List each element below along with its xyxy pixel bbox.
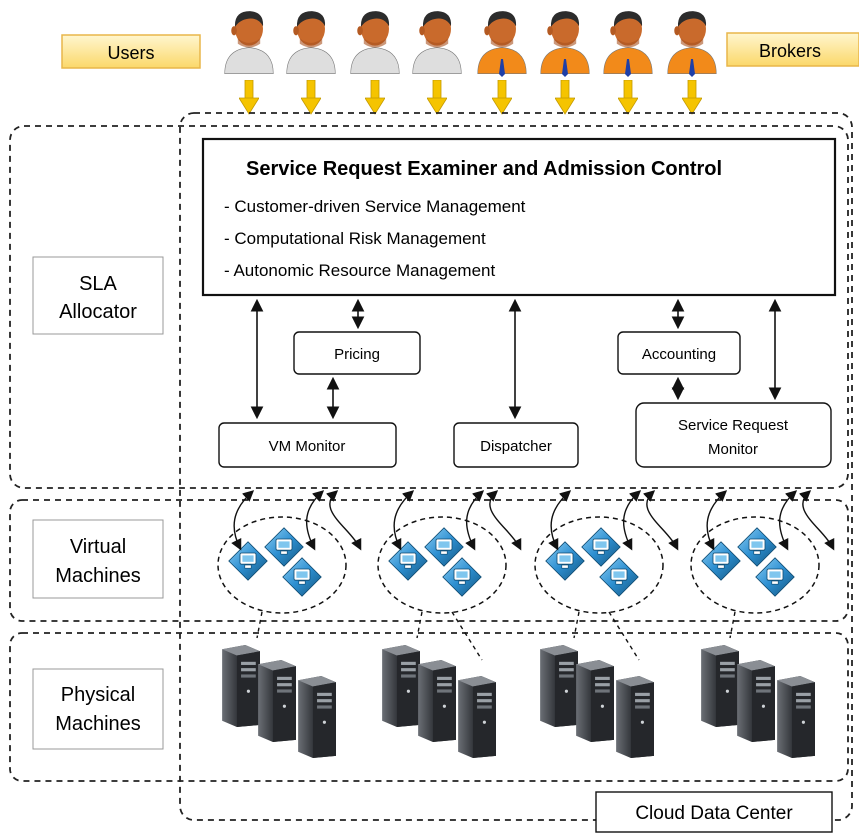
server-icon	[701, 645, 739, 727]
admission-item: - Computational Risk Management	[224, 229, 486, 248]
down-arrow-icon	[365, 80, 385, 115]
virtual-machines-label: Virtual Machines	[32, 519, 164, 599]
virtual-machine-icon	[755, 557, 795, 597]
admission-control-box: Service Request Examiner and Admission C…	[201, 137, 837, 297]
vm-cluster	[534, 490, 679, 661]
svg-text:Users: Users	[107, 43, 154, 63]
server-icon	[540, 645, 578, 727]
vm-cluster	[377, 490, 522, 661]
svg-text:Brokers: Brokers	[759, 41, 821, 61]
vm-cluster	[217, 490, 362, 639]
broker-icon	[477, 10, 527, 77]
physical-layer-boundary	[9, 632, 849, 782]
server-group	[222, 645, 336, 758]
svg-text:Cloud Data Center: Cloud Data Center	[635, 803, 793, 824]
svg-text:Machines: Machines	[55, 565, 141, 587]
virtual-machine-icon	[264, 527, 304, 567]
virtual-machine-icon	[581, 527, 621, 567]
sla-allocator-label: SLA Allocator	[32, 256, 164, 335]
down-arrow-icon	[682, 80, 702, 115]
down-arrow-icon	[555, 80, 575, 115]
server-icon	[382, 645, 420, 727]
server-icon	[222, 645, 260, 727]
server-icon	[458, 676, 496, 758]
server-group	[701, 645, 815, 758]
brokers-label: Brokers	[726, 32, 859, 67]
server-groups	[222, 645, 815, 758]
svg-text:VM Monitor: VM Monitor	[269, 438, 346, 455]
svg-text:Accounting: Accounting	[642, 346, 716, 363]
vm-monitor-box: VM Monitor	[218, 422, 397, 468]
svg-text:Virtual: Virtual	[70, 536, 126, 558]
cloud-data-center-label: Cloud Data Center	[595, 791, 833, 833]
user-icon	[412, 10, 462, 74]
virtual-machine-icon	[545, 541, 585, 581]
server-icon	[737, 660, 775, 742]
virtual-machine-icon	[701, 541, 741, 581]
virtual-machine-icon	[442, 557, 482, 597]
server-icon	[777, 676, 815, 758]
svg-text:Service Request: Service Request	[678, 417, 789, 434]
svg-text:SLA: SLA	[79, 273, 117, 295]
svg-text:Monitor: Monitor	[708, 441, 758, 458]
down-arrow-icon	[492, 80, 512, 115]
down-arrow-icon	[618, 80, 638, 115]
down-arrow-icon	[427, 80, 447, 115]
cloud-data-center-boundary	[179, 112, 853, 821]
admission-item: - Autonomic Resource Management	[224, 261, 495, 280]
user-icon	[350, 10, 400, 74]
server-group	[382, 645, 496, 758]
svg-text:Pricing: Pricing	[334, 346, 380, 363]
virtual-machine-icon	[228, 541, 268, 581]
server-icon	[418, 660, 456, 742]
vm-clusters	[217, 490, 835, 661]
virtual-machine-icon	[737, 527, 777, 567]
accounting-box: Accounting	[617, 331, 741, 375]
server-icon	[616, 676, 654, 758]
virtual-machine-icon	[599, 557, 639, 597]
admission-title: Service Request Examiner and Admission C…	[246, 158, 722, 180]
users-label: Users	[61, 34, 201, 69]
down-arrow-icon	[301, 80, 321, 115]
server-icon	[258, 660, 296, 742]
server-group	[540, 645, 654, 758]
svg-text:Dispatcher: Dispatcher	[480, 438, 552, 455]
broker-icon	[540, 10, 590, 77]
pricing-box: Pricing	[293, 331, 421, 375]
user-icon	[224, 10, 274, 74]
physical-machines-label: Physical Machines	[32, 668, 164, 750]
virtual-machine-icon	[424, 527, 464, 567]
server-icon	[576, 660, 614, 742]
server-icon	[298, 676, 336, 758]
actor-row	[224, 10, 717, 115]
connectors	[250, 298, 782, 420]
svg-text:Allocator: Allocator	[59, 301, 137, 323]
user-icon	[286, 10, 336, 74]
dispatcher-box: Dispatcher	[453, 422, 579, 468]
vm-cluster	[690, 490, 835, 639]
svg-text:Machines: Machines	[55, 713, 141, 735]
virtual-layer-boundary	[9, 499, 849, 622]
virtual-machine-icon	[388, 541, 428, 581]
broker-icon	[603, 10, 653, 77]
service-request-monitor-box: Service Request Monitor	[635, 402, 832, 468]
down-arrow-icon	[239, 80, 259, 115]
virtual-machine-icon	[282, 557, 322, 597]
admission-item: - Customer-driven Service Management	[224, 197, 526, 216]
svg-text:Physical: Physical	[61, 684, 135, 706]
broker-icon	[667, 10, 717, 77]
